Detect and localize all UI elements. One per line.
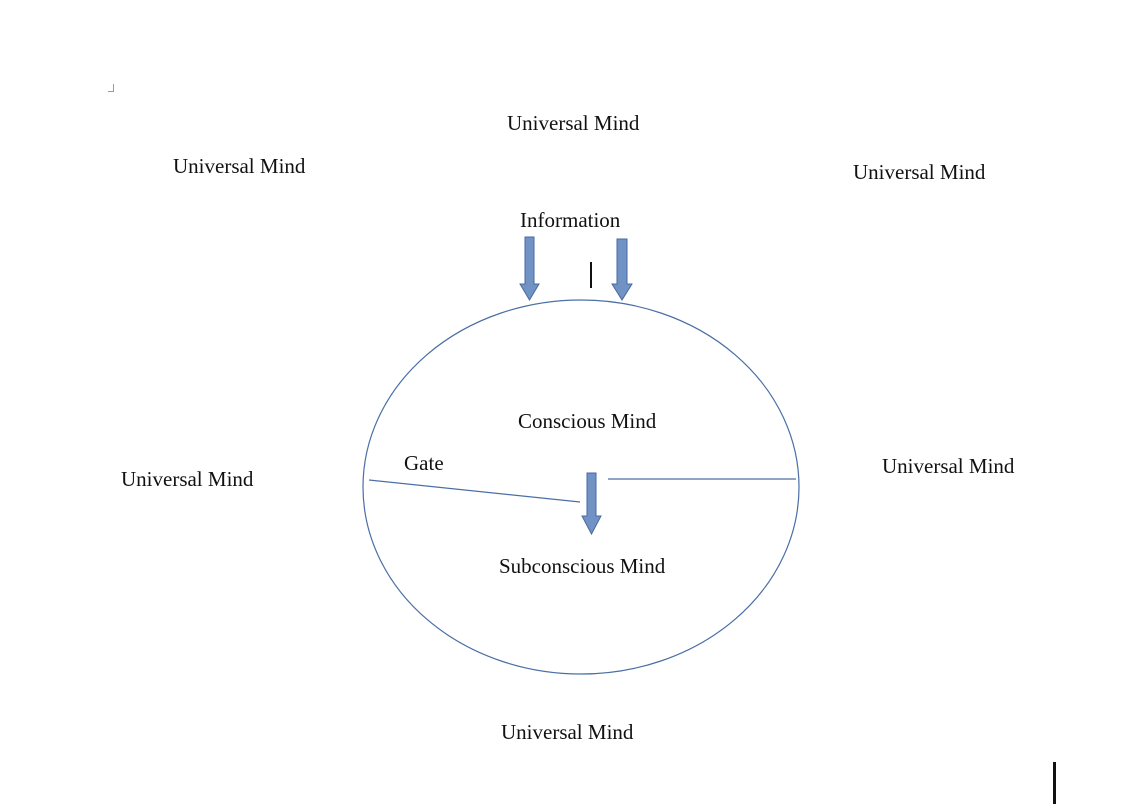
conscious-mind-label: Conscious Mind [518, 409, 657, 433]
text-cursor-bar [1053, 762, 1056, 804]
universal-mind-label-bottom: Universal Mind [501, 720, 634, 744]
gate-arrow-icon [581, 472, 602, 536]
gate-label: Gate [404, 451, 444, 475]
text-caret [590, 262, 592, 288]
subconscious-mind-label: Subconscious Mind [499, 554, 666, 578]
page-corner-mark [108, 84, 114, 92]
universal-mind-label-top: Universal Mind [507, 111, 640, 135]
information-arrow-right-icon [611, 238, 633, 301]
universal-mind-label-left: Universal Mind [121, 467, 254, 491]
information-label: Information [520, 208, 621, 232]
gate-divider-left [368, 479, 581, 503]
universal-mind-label-top-left: Universal Mind [173, 154, 306, 178]
mind-ellipse [362, 299, 800, 675]
information-arrow-left-icon [519, 236, 540, 301]
universal-mind-label-right: Universal Mind [882, 454, 1015, 478]
universal-mind-label-top-right: Universal Mind [853, 160, 986, 184]
